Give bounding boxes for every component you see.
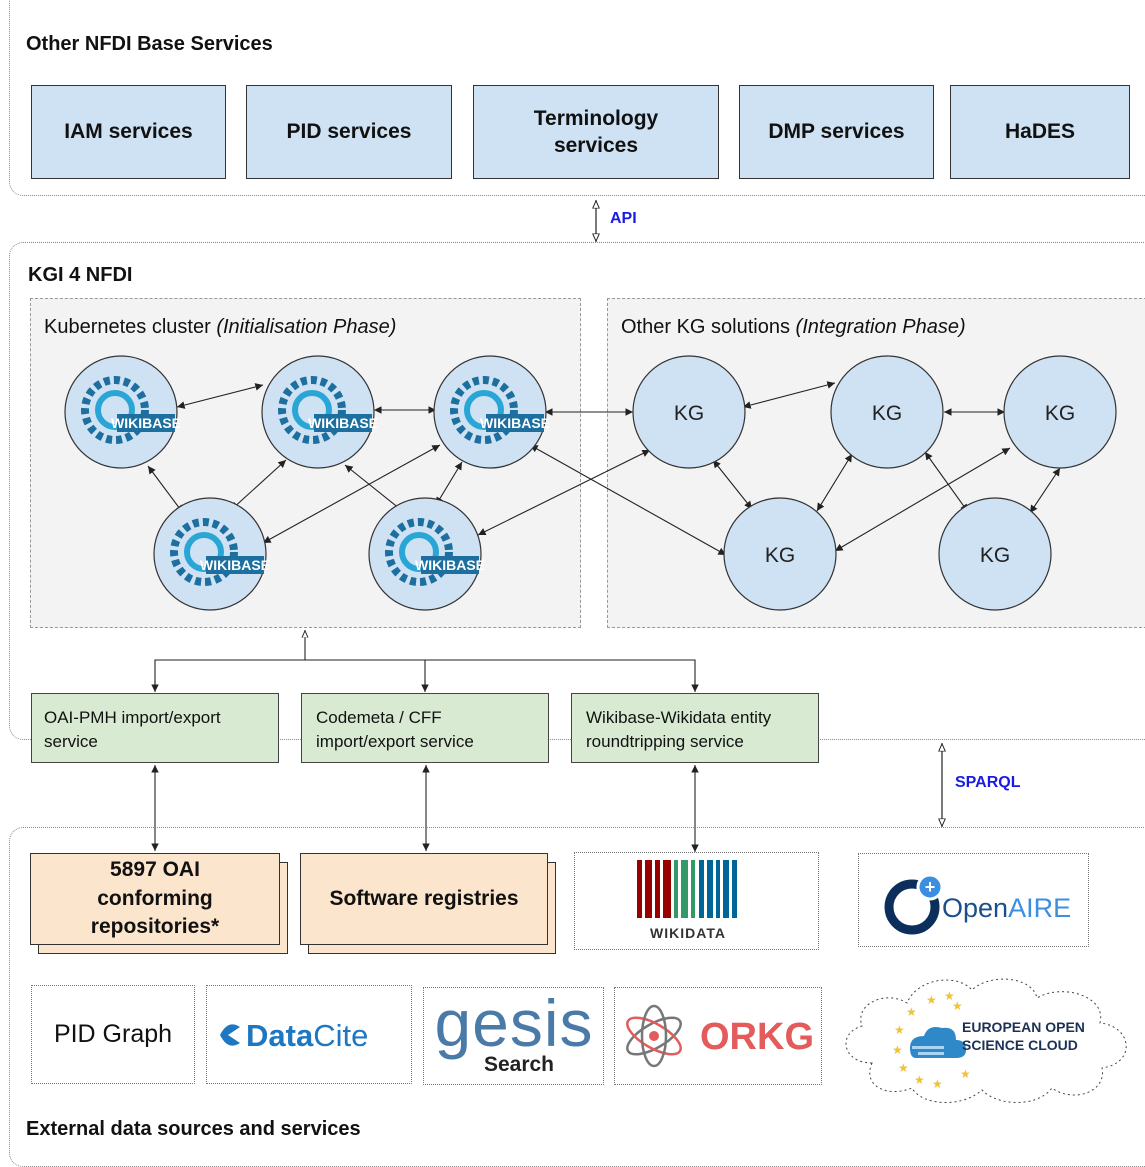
software-registries-box: Software registries bbox=[300, 853, 548, 945]
wikidata-logo-box: WIKIDATA bbox=[574, 852, 819, 950]
pid-graph-label: PID Graph bbox=[53, 1020, 173, 1048]
wikibase-node-label: WIKIBASE bbox=[480, 415, 550, 431]
svg-text:★: ★ bbox=[898, 1061, 909, 1075]
hades-box: HaDES bbox=[950, 85, 1130, 179]
orkg-logo-box: ORKG bbox=[614, 987, 822, 1085]
kubernetes-cluster-name: Kubernetes cluster bbox=[44, 316, 217, 338]
api-label: API bbox=[610, 210, 637, 227]
edge-wb3-wb5 bbox=[435, 461, 463, 506]
kg-node-label: KG bbox=[980, 544, 1010, 567]
svg-text:OpenAIRE: OpenAIRE bbox=[942, 893, 1071, 923]
kgi-title: KGI 4 NFDI bbox=[28, 264, 133, 286]
wikibase-wikidata-service: Wikibase-Wikidata entity roundtripping s… bbox=[571, 693, 819, 763]
kg-node: KG bbox=[723, 497, 837, 611]
svg-text:★: ★ bbox=[944, 989, 955, 1003]
wikibase-node: WIKIBASE bbox=[433, 355, 550, 469]
wikibase-node: WIKIBASE bbox=[64, 355, 181, 469]
other-kg-phase: (Integration Phase) bbox=[795, 316, 966, 338]
svg-text:★: ★ bbox=[914, 1073, 925, 1087]
wikibase-node-label: WIKIBASE bbox=[200, 557, 270, 573]
eosc-logo: ★ ★ ★ ★ ★ ★ ★ ★ ★ ★ EUROPEAN OPEN SCIENC… bbox=[845, 978, 1127, 1103]
edge-wb2-wb4 bbox=[230, 459, 287, 511]
wikibase-node: WIKIBASE bbox=[368, 497, 485, 611]
edge-wb1-wb4 bbox=[147, 465, 184, 514]
base-services-region bbox=[9, 0, 1145, 196]
kg-node: KG bbox=[1003, 355, 1117, 469]
kg-node-label: KG bbox=[872, 402, 902, 425]
svg-text:DataCite: DataCite bbox=[246, 1018, 368, 1053]
eosc-line2: SCIENCE CLOUD bbox=[962, 1037, 1078, 1053]
other-kg-name: Other KG solutions bbox=[621, 316, 796, 338]
edge-kg3-kg5 bbox=[1029, 467, 1061, 514]
pid-services-box: PID services bbox=[246, 85, 452, 179]
pid-graph-box: PID Graph bbox=[31, 985, 195, 1084]
datacite-logo-box: DataCite bbox=[206, 985, 412, 1084]
oai-pmh-service: OAI-PMH import/export service bbox=[31, 693, 279, 763]
openaire-logo-box: + OpenAIRE bbox=[858, 853, 1089, 947]
wikibase-node: WIKIBASE bbox=[153, 497, 270, 611]
kg-node: KG bbox=[632, 355, 746, 469]
kg-node-label: KG bbox=[765, 544, 795, 567]
iam-services-box: IAM services bbox=[31, 85, 226, 179]
other-kg-title: Other KG solutions (Integration Phase) bbox=[621, 316, 966, 339]
oai-repositories-box: 5897 OAI conforming repositories* bbox=[30, 853, 280, 945]
wikibase-node-label: WIKIBASE bbox=[111, 415, 181, 431]
orkg-wordmark: ORKG bbox=[700, 1016, 814, 1058]
openaire-logo: + OpenAIRE bbox=[884, 873, 1071, 935]
codemeta-cff-service: Codemeta / CFF import/export service bbox=[301, 693, 549, 763]
base-services-title: Other NFDI Base Services bbox=[26, 33, 273, 55]
wikidata-logo: WIKIDATA bbox=[636, 860, 737, 941]
wikibase-node-label: WIKIBASE bbox=[308, 415, 378, 431]
kg-node: KG bbox=[830, 355, 944, 469]
svg-text:★: ★ bbox=[894, 1023, 905, 1037]
edge-kg1-kg2 bbox=[742, 381, 836, 409]
kubernetes-cluster-title: Kubernetes cluster (Initialisation Phase… bbox=[44, 316, 396, 339]
edge-kg3-kg4 bbox=[834, 447, 1011, 552]
edge-wb3-wb4 bbox=[262, 444, 441, 544]
eosc-line1: EUROPEAN OPEN bbox=[962, 1019, 1085, 1035]
wikidata-wordmark: WIKIDATA bbox=[650, 925, 726, 941]
gesis-search-text: Search bbox=[483, 1053, 553, 1076]
orkg-logo: ORKG bbox=[626, 1004, 814, 1068]
gesis-search-logo-box: gesis Search bbox=[423, 987, 604, 1085]
openaire-aire-text: AIRE bbox=[1008, 893, 1071, 923]
kg-node-label: KG bbox=[1045, 402, 1075, 425]
svg-text:★: ★ bbox=[952, 999, 963, 1013]
gesis-wordmark: gesis bbox=[434, 991, 593, 1060]
edge-kg2-kg5 bbox=[924, 451, 969, 513]
edge-kg1-kg4 bbox=[712, 459, 753, 510]
svg-text:★: ★ bbox=[926, 993, 937, 1007]
external-title: External data sources and services bbox=[26, 1118, 361, 1140]
openaire-open-text: Open bbox=[942, 893, 1008, 923]
wikibase-node: WIKIBASE bbox=[261, 355, 378, 469]
kubernetes-phase: (Initialisation Phase) bbox=[216, 316, 397, 338]
svg-text:+: + bbox=[924, 877, 935, 897]
edge-kg2-kg4 bbox=[816, 453, 853, 512]
edge-wb3-kg4 bbox=[529, 444, 727, 556]
datacite-logo: DataCite bbox=[220, 1018, 368, 1053]
datacite-data-text: Data bbox=[246, 1018, 314, 1053]
edge-wb1-wb2 bbox=[176, 383, 264, 409]
terminology-services-box: Terminology services bbox=[473, 85, 719, 179]
svg-text:★: ★ bbox=[892, 1043, 903, 1057]
svg-text:★: ★ bbox=[906, 1005, 917, 1019]
kg-node: KG bbox=[938, 497, 1052, 611]
gesis-search-logo: gesis Search bbox=[434, 991, 593, 1076]
svg-text:★: ★ bbox=[932, 1077, 943, 1091]
wikibase-node-label: WIKIBASE bbox=[415, 557, 485, 573]
kg-nodes: KG KG KG KG KG bbox=[632, 355, 1117, 611]
sparql-label: SPARQL bbox=[955, 774, 1021, 791]
dmp-services-box: DMP services bbox=[739, 85, 934, 179]
datacite-cite-text: Cite bbox=[313, 1018, 368, 1053]
wikibase-nodes: WIKIBASE WIKIBASE WIKIBASE WIKIBASE WIKIBASE bbox=[64, 355, 550, 611]
svg-text:★: ★ bbox=[960, 1067, 971, 1081]
kg-node-label: KG bbox=[674, 402, 704, 425]
